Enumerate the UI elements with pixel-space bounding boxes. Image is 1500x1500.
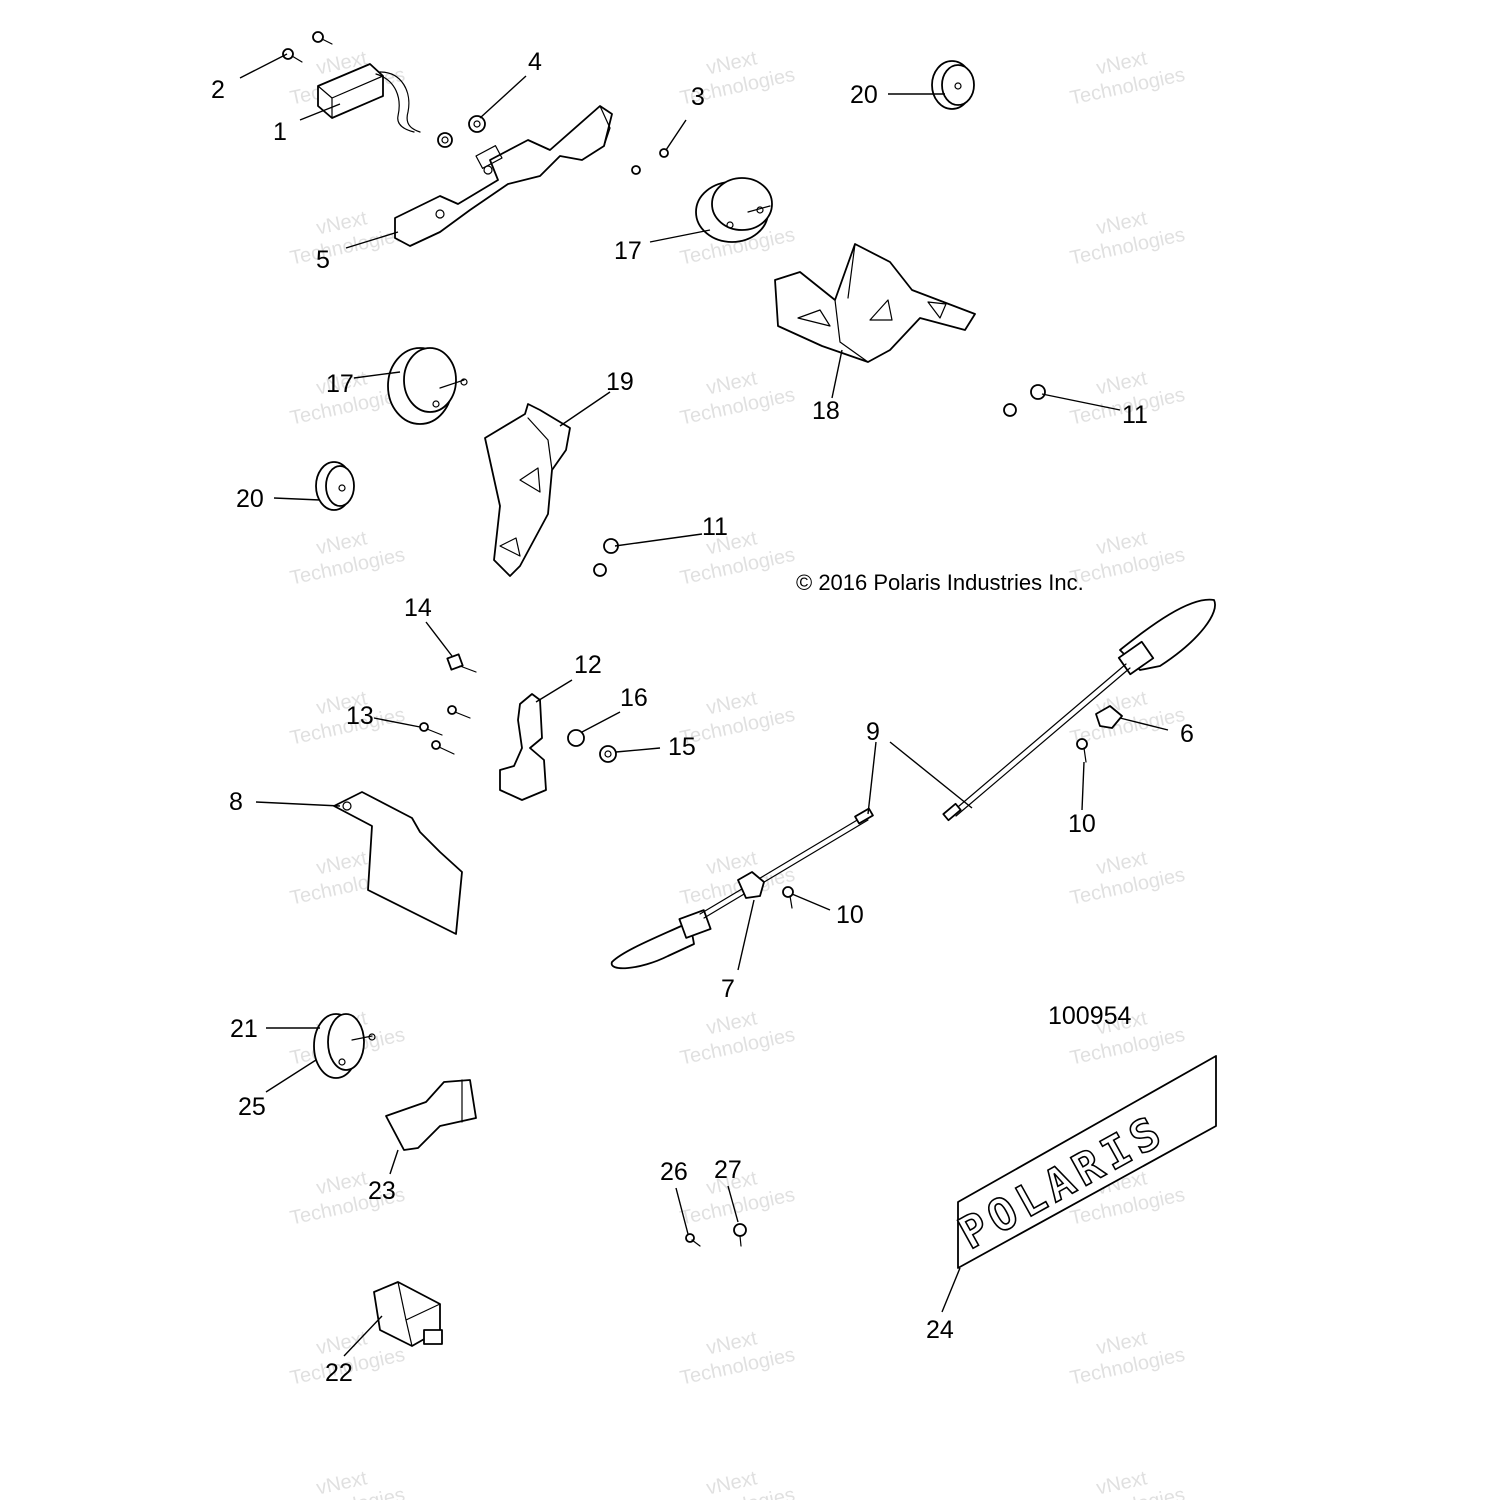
part-17-module-left bbox=[387, 347, 468, 425]
callout-3: 3 bbox=[691, 83, 705, 111]
callout-23: 23 bbox=[368, 1177, 396, 1205]
part-12-bracket bbox=[499, 693, 547, 801]
callout-18: 18 bbox=[812, 397, 840, 425]
callout-19: 19 bbox=[606, 368, 634, 396]
callout-16: 16 bbox=[620, 684, 648, 712]
part-11-nuts-right bbox=[1003, 384, 1046, 417]
part-14-bolt bbox=[446, 653, 477, 673]
callout-15: 15 bbox=[668, 733, 696, 761]
figure-number: 100954 bbox=[1048, 1002, 1132, 1030]
copyright-notice: © 2016 Polaris Industries Inc. bbox=[796, 570, 1084, 595]
part-6-clip bbox=[1095, 705, 1123, 729]
callout-12: 12 bbox=[574, 651, 602, 679]
callout-9: 9 bbox=[866, 718, 880, 746]
callout-13: 13 bbox=[346, 702, 374, 730]
callout-11b: 11 bbox=[702, 513, 728, 541]
part-9-turn-signal-right bbox=[942, 598, 1216, 822]
part-2-screws bbox=[282, 31, 333, 63]
part-27-screw bbox=[733, 1223, 747, 1247]
part-8-plate-bracket bbox=[333, 791, 463, 935]
callout-7: 7 bbox=[721, 975, 735, 1003]
callout-20b: 20 bbox=[236, 485, 264, 513]
part-22-switch bbox=[373, 1281, 443, 1347]
part-21-module bbox=[313, 1013, 376, 1079]
callout-20a: 20 bbox=[850, 81, 878, 109]
callout-10a: 10 bbox=[1068, 810, 1096, 838]
part-18-bracket bbox=[774, 243, 976, 363]
callout-14: 14 bbox=[404, 594, 432, 622]
part-5-bracket bbox=[394, 105, 613, 247]
part-4-nuts bbox=[437, 115, 486, 148]
callout-1: 1 bbox=[273, 118, 287, 146]
part-3-nuts bbox=[631, 148, 669, 175]
part-16-washer bbox=[567, 729, 585, 747]
part-24-logo-plate: POLARIS bbox=[950, 1055, 1217, 1269]
part-20-reflector-left bbox=[315, 461, 355, 511]
part-13-screws bbox=[419, 705, 471, 755]
part-19-bracket bbox=[484, 403, 571, 577]
part-1-tail-light bbox=[317, 63, 421, 133]
callout-22: 22 bbox=[325, 1359, 353, 1387]
leader-lines bbox=[239, 53, 1169, 1357]
callout-21: 21 bbox=[230, 1015, 258, 1043]
callout-2: 2 bbox=[211, 76, 225, 104]
callout-6: 6 bbox=[1180, 720, 1194, 748]
part-15-nut bbox=[599, 745, 617, 763]
callout-26: 26 bbox=[660, 1158, 688, 1186]
part-17-module-top bbox=[695, 177, 773, 243]
callout-17a: 17 bbox=[614, 237, 642, 265]
callout-5: 5 bbox=[316, 246, 330, 274]
callout-25: 25 bbox=[238, 1093, 266, 1121]
callout-8: 8 bbox=[229, 788, 243, 816]
callout-24: 24 bbox=[926, 1316, 954, 1344]
part-26-screw bbox=[685, 1233, 701, 1247]
callout-4: 4 bbox=[528, 48, 542, 76]
callout-27: 27 bbox=[714, 1156, 742, 1184]
part-10-screws bbox=[782, 738, 1088, 909]
callout-17b: 17 bbox=[326, 370, 354, 398]
part-11-nuts-center bbox=[593, 538, 619, 577]
part-7-clip bbox=[737, 871, 765, 899]
part-20-reflector-top bbox=[931, 60, 975, 110]
part-23-bracket bbox=[385, 1079, 477, 1151]
callout-11a: 11 bbox=[1122, 401, 1148, 429]
callout-numbers: 1 2 3 4 5 6 7 8 9 10 10 11 11 12 13 14 1… bbox=[211, 48, 1194, 1387]
callout-10b: 10 bbox=[836, 901, 864, 929]
